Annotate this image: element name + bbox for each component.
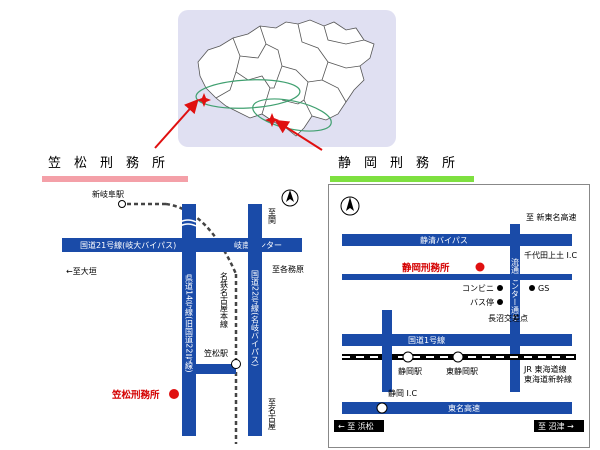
higashi-shizuoka-station-marker xyxy=(452,351,464,363)
gs-marker xyxy=(529,285,535,291)
to-numazu-box xyxy=(534,420,584,432)
to-numazu-label: 至 沼津 → xyxy=(538,421,574,431)
higashi-shizuoka-label: 東静岡駅 xyxy=(446,366,478,376)
pref14-road xyxy=(182,204,196,436)
to-ogaki-label: ←至大垣 xyxy=(66,266,97,276)
tomei-label: 東名高速 xyxy=(448,403,480,413)
shizuoka-station-marker xyxy=(402,351,414,363)
kasamatsu-access-map: 新岐阜駅 国道21号線(岐大バイパス) 岐南インター 県道14号線(旧国道22号… xyxy=(62,189,304,444)
pref14-label: 県道14号線(旧国道22号線) xyxy=(185,274,194,373)
shizuoka-pointer-arrow xyxy=(274,119,323,151)
north-arrow-icon xyxy=(340,196,360,216)
shizuoka-heading: 静岡刑務所 xyxy=(338,156,469,171)
bus-stop-label: バス停 xyxy=(470,297,494,307)
shizuoka-station-label: 静岡駅 xyxy=(398,366,422,376)
kasamatsu-underline xyxy=(42,176,188,182)
to-nagoya-label: 至名古屋 xyxy=(268,398,277,431)
shizuoka-star-icon xyxy=(265,113,279,127)
shizuoka-prison-label: 静岡刑務所 xyxy=(402,262,450,274)
ryutsu-road xyxy=(510,224,520,392)
kasamatsu-prison-label: 笠松刑務所 xyxy=(111,389,160,401)
route22-road xyxy=(248,204,262,436)
kasamatsu-station-marker xyxy=(231,359,241,369)
kasamatsu-prison-marker xyxy=(169,389,179,399)
to-hamamatsu-box xyxy=(334,420,384,432)
station-vertical-road xyxy=(382,310,392,392)
shizuoka-underline xyxy=(330,176,474,182)
to-kakamigahara-label: 至各務原 xyxy=(272,264,304,274)
naganuma-label: 長沼交差点 xyxy=(488,313,528,323)
bus-stop-marker xyxy=(497,299,503,305)
to-seki-label: 至関 xyxy=(268,208,277,225)
jr-label: JR 東海道線 xyxy=(523,364,566,374)
shizuoka-prison-marker xyxy=(475,262,485,272)
route1-label: 国道1号線 xyxy=(408,335,445,345)
prefecture-outlines xyxy=(197,19,375,137)
convenience-label: コンビニ xyxy=(462,284,494,293)
shinkansen-label: 東海道新幹線 xyxy=(524,374,572,384)
meitetsu-rail-curve xyxy=(165,202,238,275)
kasamatsu-heading: 笠松刑務所 xyxy=(48,156,179,171)
north-arrow-icon xyxy=(281,189,299,207)
route22-label: 国道22号線(名岐バイパス) xyxy=(251,270,260,366)
to-shintomei-label: 至 新東名高速 xyxy=(526,212,577,222)
kasamatsu-highlight xyxy=(195,79,301,109)
shizuoka-ic-marker xyxy=(376,402,388,414)
route1-road xyxy=(342,334,572,346)
kasamatsu-station-label: 笠松駅 xyxy=(204,348,228,358)
to-hamamatsu-label: ← 至 浜松 xyxy=(338,421,374,431)
shizushimizu-label: 静清バイパス xyxy=(420,235,468,245)
tomei-road xyxy=(342,402,572,414)
convenience-marker xyxy=(497,285,503,291)
chiyoda-ic-label: 千代田上土 I.C xyxy=(524,250,577,260)
shizuoka-access-map: 静清バイパス 流通センター通り 至 新東名高速 千代田上土 I.C 静岡刑務所 … xyxy=(328,184,590,448)
prison-road xyxy=(342,274,572,280)
station-connector-road xyxy=(196,364,236,374)
route21-label: 国道21号線(岐大バイパス) xyxy=(80,240,176,250)
station-marker xyxy=(118,200,126,208)
gifu-station-label: 新岐阜駅 xyxy=(92,189,124,199)
kasamatsu-pointer-arrow xyxy=(154,99,199,149)
road-break xyxy=(179,219,197,227)
region-overview-map xyxy=(178,10,396,147)
pointer-arrows xyxy=(154,99,323,151)
gs-label: GS xyxy=(538,284,549,293)
ryutsu-label: 流通センター通り xyxy=(511,257,520,322)
meitetsu-label: 名鉄名古屋本線 xyxy=(220,271,229,328)
shizuoka-ic-label: 静岡 I.C xyxy=(388,388,417,398)
kasamatsu-star-icon xyxy=(197,93,211,107)
